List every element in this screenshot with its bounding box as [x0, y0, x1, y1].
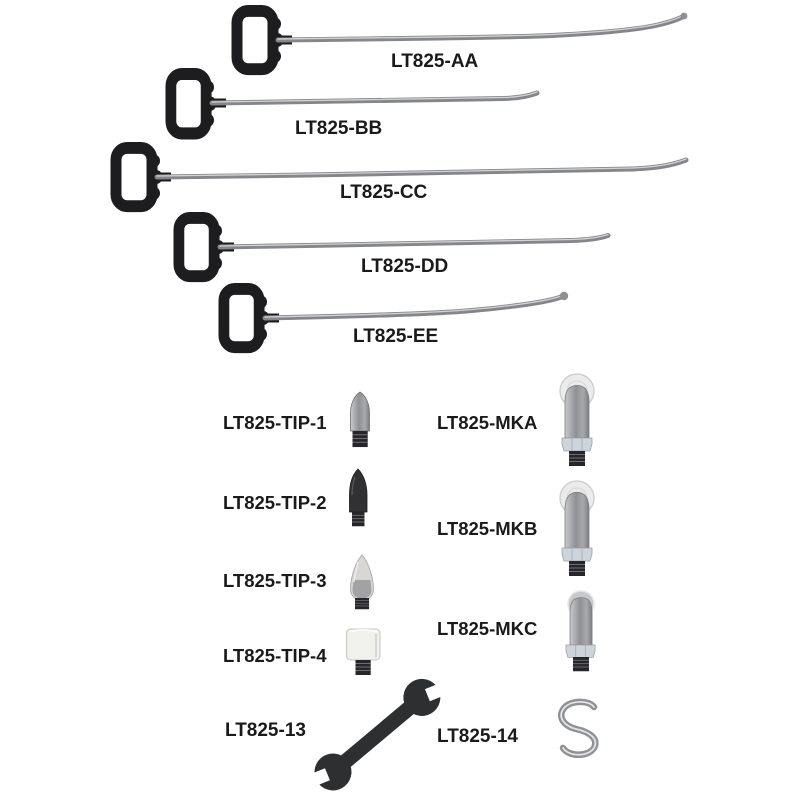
label-lt825-aa: LT825-AA [391, 51, 479, 72]
label-lt825-tip-4: LT825-TIP-4 [223, 645, 327, 666]
s-hook-image [558, 698, 599, 758]
tip-lt825-tip-4-image [346, 628, 381, 676]
tip-lt825-tip-2-image [349, 468, 368, 527]
label-lt825-dd: LT825-DD [361, 256, 449, 277]
tip-lt825-tip-3-image [350, 554, 374, 610]
rod-lt825-ee-image [224, 289, 569, 347]
label-lt825-mkb: LT825-MKB [437, 518, 538, 539]
label-lt825-tip-2: LT825-TIP-2 [223, 492, 327, 513]
label-lt825-tip-3: LT825-TIP-3 [223, 570, 327, 591]
label-lt825-14: LT825-14 [437, 726, 518, 747]
rod-lt825-aa-image [237, 11, 688, 69]
knockdown-lt825-mkb-image [559, 480, 595, 577]
rod-lt825-dd-image [179, 218, 611, 276]
knockdown-lt825-mka-image [559, 373, 595, 467]
tip-lt825-tip-1-image [350, 391, 370, 448]
rod-lt825-cc-image [116, 148, 689, 206]
label-lt825-ee: LT825-EE [353, 326, 439, 347]
label-lt825-cc: LT825-CC [340, 182, 428, 203]
label-lt825-13: LT825-13 [225, 720, 306, 741]
label-lt825-mkc: LT825-MKC [437, 618, 538, 639]
label-lt825-mka: LT825-MKA [437, 412, 538, 433]
rod-lt825-bb-image [171, 74, 540, 133]
wrench-image [300, 678, 454, 791]
label-lt825-tip-1: LT825-TIP-1 [223, 412, 327, 433]
label-lt825-bb: LT825-BB [295, 118, 383, 139]
knockdown-lt825-mkc-image [565, 590, 596, 672]
